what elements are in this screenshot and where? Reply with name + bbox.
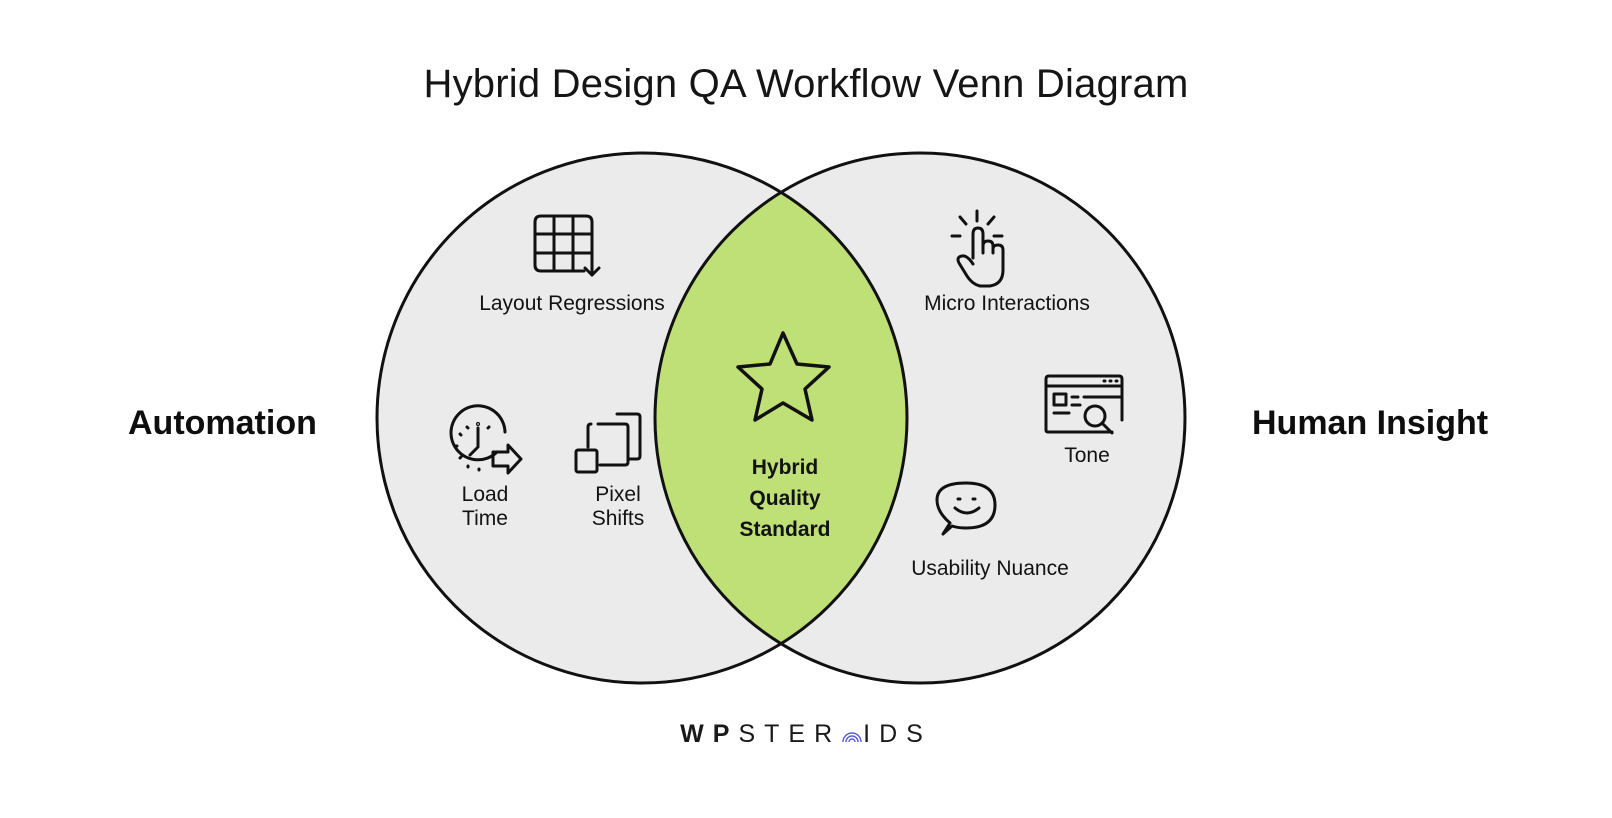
item-tone: Tone — [1064, 444, 1110, 467]
item-pixel-shifts: Pixel Shifts — [578, 483, 658, 531]
item-load-time: Load Time — [445, 483, 525, 531]
intersection-region — [655, 153, 907, 683]
item-usability-nuance: Usability Nuance — [911, 557, 1069, 580]
brand-post: IDS — [863, 720, 932, 748]
grid-download-icon — [533, 214, 601, 277]
clock-arrow-icon — [449, 404, 523, 475]
item-load-time-line2: Time — [462, 507, 508, 530]
set-label-automation: Automation — [128, 404, 317, 442]
item-pixel-shifts-line2: Shifts — [591, 507, 645, 530]
intersection-line3: Standard — [739, 518, 831, 541]
brand-pre: STER — [738, 720, 842, 748]
item-pixel-shifts-line1: Pixel — [595, 483, 641, 506]
star-icon — [736, 331, 831, 422]
item-load-time-line1: Load — [461, 483, 509, 506]
diagram-title: Hybrid Design QA Workflow Venn Diagram — [423, 62, 1189, 106]
item-layout-regressions: Layout Regressions — [479, 292, 665, 315]
smiley-chat-icon — [935, 481, 997, 536]
brand-bold: WP — [680, 720, 739, 748]
intersection-line2: Quality — [749, 487, 821, 510]
overlapping-squares-icon — [574, 412, 642, 474]
intersection-label: Hybrid Quality Standard — [720, 452, 850, 545]
intersection-line1: Hybrid — [751, 456, 819, 479]
brand-o-icon — [842, 732, 862, 743]
pointer-click-icon — [950, 209, 1005, 288]
set-label-human-insight: Human Insight — [1252, 404, 1489, 442]
item-micro-interactions: Micro Interactions — [924, 292, 1090, 315]
brand-logo: WPSTER IDS — [0, 720, 1612, 749]
browser-search-icon — [1044, 374, 1124, 435]
